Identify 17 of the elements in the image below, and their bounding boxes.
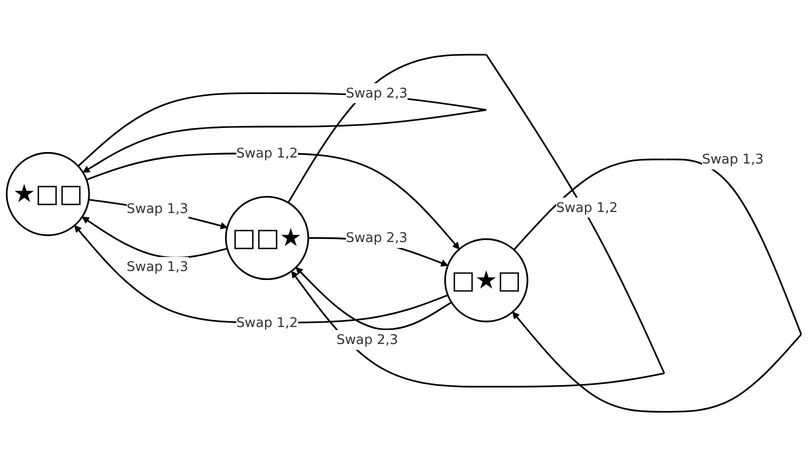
edge-label: Swap 1,3 (126, 258, 188, 275)
node-circle: ★□□ (6, 152, 90, 236)
edge-label: Swap 2,3 (336, 332, 398, 348)
node-circle: □★□ (444, 238, 528, 323)
arrow (296, 267, 452, 330)
edge-label: Swap 1,2 (556, 200, 618, 216)
arrow (88, 199, 228, 230)
edge-label: Swap 1,2 (236, 314, 298, 330)
arrow (512, 158, 802, 413)
arrow (288, 54, 666, 388)
edge-label: Swap 1,3 (126, 200, 188, 217)
arrow (86, 152, 460, 250)
edge-label: Swap 1,2 (236, 145, 298, 162)
edge-label: Swap 1,3 (702, 151, 764, 168)
node-circle: □□★ (225, 196, 310, 280)
edge-label: Swap 2,3 (346, 85, 408, 101)
edge-label: Swap 2,3 (346, 230, 408, 246)
